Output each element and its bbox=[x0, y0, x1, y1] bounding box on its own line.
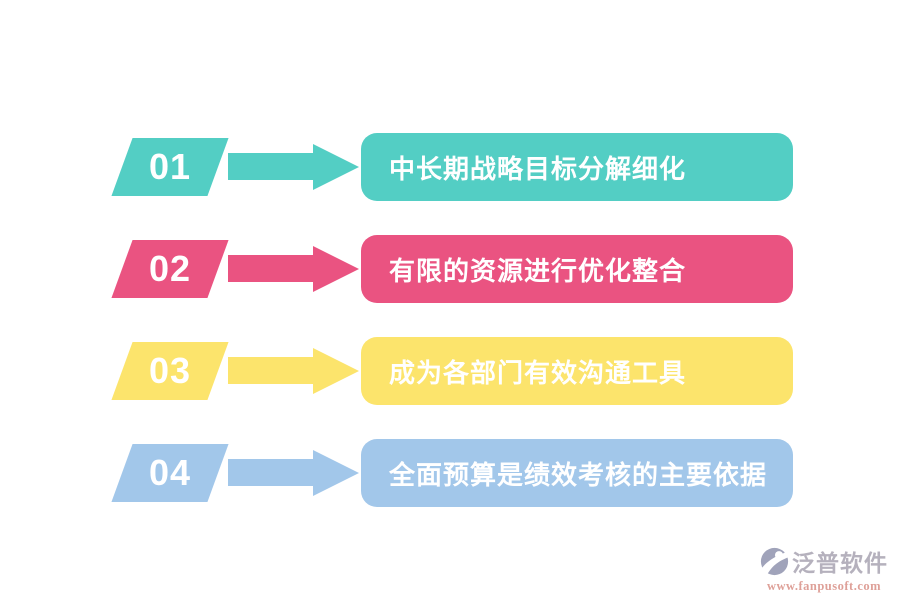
step-number: 02 bbox=[148, 248, 192, 289]
step-label-box: 中长期战略目标分解细化 bbox=[361, 133, 793, 201]
process-row-1: 01 中长期战略目标分解细化 bbox=[0, 133, 900, 201]
step-label: 成为各部门有效沟通工具 bbox=[389, 357, 687, 388]
arrow-head-icon bbox=[313, 348, 359, 394]
step-number-parallelogram: 02 bbox=[111, 240, 229, 298]
step-label-box: 成为各部门有效沟通工具 bbox=[361, 337, 793, 405]
step-number: 03 bbox=[148, 350, 192, 391]
arrow-head-icon bbox=[313, 450, 359, 496]
watermark-url: www.fanpusoft.com bbox=[766, 579, 882, 593]
process-rows: 01 中长期战略目标分解细化 02 有限的资源进行优化整合 03 bbox=[0, 133, 900, 541]
step-number: 01 bbox=[148, 146, 192, 187]
step-number-parallelogram: 04 bbox=[111, 444, 229, 502]
arrow-shaft-icon bbox=[228, 255, 313, 282]
step-number-parallelogram: 03 bbox=[111, 342, 229, 400]
arrow-shaft-icon bbox=[228, 459, 313, 486]
process-row-3: 03 成为各部门有效沟通工具 bbox=[0, 337, 900, 405]
arrow-shaft-icon bbox=[228, 357, 313, 384]
fanpu-logo-icon bbox=[760, 547, 789, 576]
step-label-box: 全面预算是绩效考核的主要依据 bbox=[361, 439, 793, 507]
step-label: 有限的资源进行优化整合 bbox=[389, 255, 687, 286]
watermark: 泛普软件 www.fanpusoft.com bbox=[760, 544, 888, 594]
arrow-shaft-icon bbox=[228, 153, 313, 180]
arrow-head-icon bbox=[313, 246, 359, 292]
step-number-parallelogram: 01 bbox=[111, 138, 229, 196]
arrow-head-icon bbox=[313, 144, 359, 190]
step-number: 04 bbox=[148, 452, 192, 493]
watermark-brand: 泛普软件 bbox=[792, 551, 888, 576]
step-label-box: 有限的资源进行优化整合 bbox=[361, 235, 793, 303]
process-row-4: 04 全面预算是绩效考核的主要依据 bbox=[0, 439, 900, 507]
watermark-top: 泛普软件 bbox=[760, 544, 888, 578]
step-label: 中长期战略目标分解细化 bbox=[389, 153, 687, 184]
step-label: 全面预算是绩效考核的主要依据 bbox=[389, 459, 768, 490]
process-row-2: 02 有限的资源进行优化整合 bbox=[0, 235, 900, 303]
